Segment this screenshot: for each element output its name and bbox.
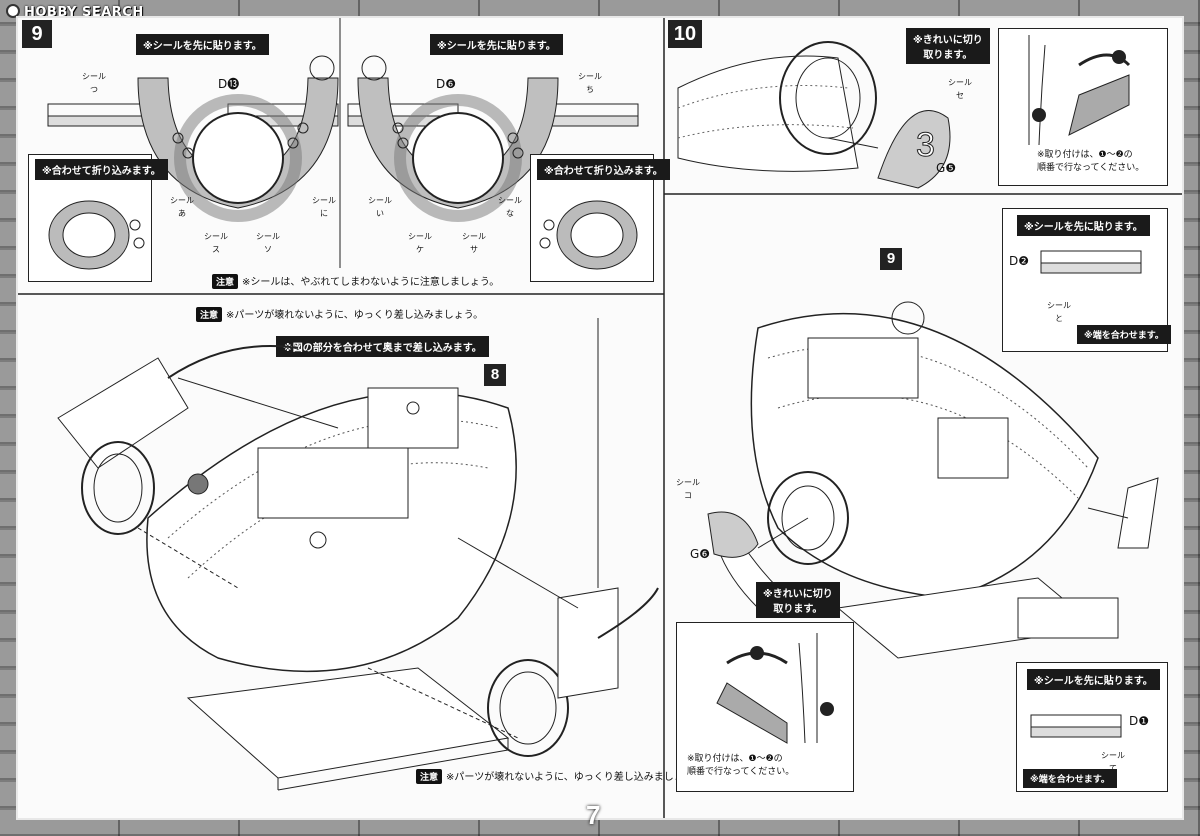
step9-sticker-first-right: ※シールを先に貼ります。 bbox=[430, 34, 563, 55]
step10-d2-panel: ※シールを先に貼ります。 D❷ シール と ※端を合わせます。 bbox=[1002, 208, 1171, 352]
align-note-a: ※端を合わせます。 bbox=[1077, 325, 1171, 344]
order-bottom-drawing bbox=[716, 633, 834, 744]
page-number: 7 bbox=[586, 800, 601, 830]
sticker-a: シール あ bbox=[170, 196, 194, 218]
fold-note-left: ※合わせて折り込みます。 bbox=[35, 159, 168, 180]
step9-fold-panel-right: ※合わせて折り込みます。 bbox=[530, 154, 670, 282]
fold-ring-left-drawing bbox=[48, 200, 145, 270]
part-g6-label: G❻ bbox=[690, 547, 711, 561]
caution-bottom-text: ※パーツが壊れないように、ゆっくり差し込みましょう。 bbox=[446, 772, 704, 783]
part-d13-label: D⓭ bbox=[218, 77, 240, 91]
step8-caution-bottom: 注意※パーツが壊れないように、ゆっくり差し込みましょう。 bbox=[416, 768, 703, 784]
step9-number: 9 bbox=[22, 20, 52, 48]
step10-ring-attach-drawing: 3 bbox=[677, 41, 951, 189]
step9-fold-panel-left: ※合わせて折り込みます。 bbox=[28, 154, 168, 282]
sticker-chi: シール ち bbox=[578, 72, 602, 94]
sticker-first-d1: ※シールを先に貼ります。 bbox=[1027, 669, 1160, 690]
sticker-first-d2: ※シールを先に貼ります。 bbox=[1017, 215, 1150, 236]
part-d6-label: D❻ bbox=[436, 77, 456, 91]
d2-strip-drawing bbox=[1040, 250, 1142, 274]
step10-d1-panel: ※シールを先に貼ります。 D❶ シール て ※端を合わせます。 bbox=[1016, 662, 1168, 792]
step9-sticker-first-left: ※シールを先に貼ります。 bbox=[136, 34, 269, 55]
step8-caution-top: 注意※パーツが壊れないように、ゆっくり差し込みましょう。 bbox=[196, 306, 483, 322]
instruction-sheet: 9 ※シールを先に貼ります。 ※シールを先に貼ります。 D⓭ D❻ bbox=[18, 18, 1182, 818]
step9-left-ring-drawing bbox=[47, 55, 339, 222]
sticker-i: シール い bbox=[368, 196, 392, 218]
g6-part-drawing bbox=[707, 511, 759, 558]
sticker-na: シール な bbox=[498, 196, 522, 218]
step10-cut-note: ※きれいに切り 取ります。 bbox=[906, 28, 990, 64]
step8-insert-note: ※図の部分を合わせて奥まで差し込みます。 bbox=[276, 336, 489, 357]
sticker-tsu: シール つ bbox=[82, 72, 106, 94]
sticker-ko: シール コ bbox=[676, 478, 700, 500]
step8-number: 8 bbox=[484, 364, 506, 386]
step8-ship-hull-drawing bbox=[57, 318, 659, 791]
fold-note-right: ※合わせて折り込みます。 bbox=[537, 159, 670, 180]
svg-text:3: 3 bbox=[916, 126, 935, 164]
step10-number: 10 bbox=[668, 20, 702, 48]
step10-order-panel-bottom: ※取り付けは、❶～❷の 順番で行なってください。 bbox=[676, 622, 854, 792]
sticker-se: シール セ bbox=[948, 78, 972, 100]
step10-ship-drawing bbox=[717, 301, 1159, 659]
step10-order-panel-top: ※取り付けは、❶～❷の 順番で行なってください。 bbox=[998, 28, 1168, 186]
step9-divider bbox=[18, 18, 1182, 818]
order-top-drawing bbox=[1028, 35, 1131, 146]
sticker-sa: シール サ bbox=[462, 232, 486, 254]
align-note-b: ※端を合わせます。 bbox=[1023, 769, 1117, 788]
sticker-to: シール と bbox=[1047, 301, 1071, 323]
caution-tag-top: 注意 bbox=[196, 307, 223, 322]
sticker-so: シール ソ bbox=[256, 232, 280, 254]
sticker-ni: シール に bbox=[312, 196, 336, 218]
step10-cut-note-2: ※きれいに切り 取ります。 bbox=[756, 582, 840, 618]
step9-caution: 注意※シールは、やぶれてしまわないように注意しましょう。 bbox=[212, 273, 499, 289]
order-note-top: ※取り付けは、❶～❷の 順番で行なってください。 bbox=[1037, 150, 1145, 173]
caution-tag-bottom: 注意 bbox=[416, 769, 443, 784]
step9-right-ring-drawing bbox=[347, 55, 639, 222]
site-logo: HOBBY SEARCH bbox=[6, 4, 144, 20]
part-d2-label: D❷ bbox=[1009, 254, 1029, 268]
sticker-ke: シール ケ bbox=[408, 232, 432, 254]
step10-sub9-number: 9 bbox=[880, 248, 902, 270]
sticker-te: シール て bbox=[1101, 751, 1125, 773]
part-d1-label: D❶ bbox=[1129, 714, 1149, 728]
logo-icon bbox=[6, 4, 20, 18]
d1-strip-drawing bbox=[1030, 714, 1122, 738]
caution-top-text: ※パーツが壊れないように、ゆっくり差し込みましょう。 bbox=[226, 310, 484, 321]
order-note-bottom: ※取り付けは、❶～❷の 順番で行なってください。 bbox=[687, 754, 795, 777]
caution-text: ※シールは、やぶれてしまわないように注意しましょう。 bbox=[242, 277, 500, 288]
fold-ring-right-drawing bbox=[539, 200, 638, 270]
part-g5-label: G❺ bbox=[936, 161, 957, 175]
sticker-su: シール ス bbox=[204, 232, 228, 254]
caution-tag: 注意 bbox=[212, 274, 239, 289]
